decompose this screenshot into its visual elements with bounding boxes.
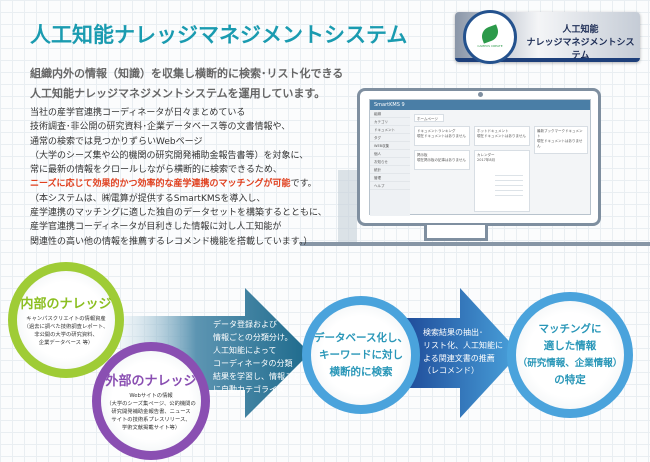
panel-title: ドキュメントランキング — [417, 129, 456, 133]
detail-line: （大学のシーズ集ページ、公的機関の — [106, 401, 196, 407]
highlight-text: ニーズに応じて効果的かつ効率的な産学連携のマッチングが可能 — [30, 179, 291, 190]
arrow2-line: リスト化、人工知能に — [423, 340, 503, 350]
body-line: 関連性の高い他の情報を推薦するレコメンド機能を搭載しています。） — [30, 236, 313, 247]
panel-title: 最新ブックマークドキュメント — [537, 129, 583, 138]
app-header: SmartKMS 9 — [370, 100, 590, 110]
circle-detail: キャンパスクリエイトの情報資産 （過去に調べた技術調査レポート、 非公開の大学の… — [24, 315, 109, 347]
sidebar-item: カテゴリ — [370, 118, 410, 126]
panel-title: 掲示板 — [417, 153, 428, 157]
body-line: 産学官連携コーディネータが目利きした情報に対し人工知能が — [30, 222, 282, 233]
circle-line: データベース化し、 — [314, 331, 408, 344]
detail-line: 非公開の大学の研究資料、 — [34, 332, 98, 338]
app-screenshot: SmartKMS 9 組織 カテゴリ ドキュメント タグ WEB収集 個人 お知… — [369, 99, 591, 216]
panel-body: 現在掲示板の記事はありません — [417, 158, 466, 162]
app-tab: ホームページ — [414, 114, 444, 122]
circle-heading: 内部のナレッジ — [20, 297, 112, 312]
body-line: （本システムは、㈱電算が提供するSmartKMSを導入し、 — [30, 193, 266, 204]
body-line: （大学のシーズ集や公的機関の研究開発補助金報告書等）を対象に、 — [30, 150, 309, 161]
sidebar-item: WEB収集 — [370, 142, 410, 150]
arrow1-text: データ登録および 情報ごとの分類分け。 人工知能によって コーディネータの分類 … — [213, 318, 301, 396]
arrow1-line: に自動カテゴライズ — [213, 385, 285, 394]
circle-line: 横断的に検索 — [329, 365, 393, 378]
internal-knowledge-circle: 内部のナレッジ キャンパスクリエイトの情報資産 （過去に調べた技術調査レポート、… — [8, 262, 124, 378]
laptop-base — [300, 242, 650, 246]
arrow1-line: 結果を学習し、情報ごと — [213, 372, 301, 381]
calendar-grid — [495, 171, 523, 199]
app-panel: ホットドキュメント現在ドキュメントはありません — [474, 126, 530, 146]
panel-title: カレンダー — [477, 153, 495, 157]
detail-line: サイトの技術系プレスリリース、 — [111, 417, 191, 423]
body-line-highlight: ニーズに応じて効果的かつ効率的な産学連携のマッチングが可能です。 — [30, 177, 327, 191]
page-title: 人工知能ナレッジマネジメントシステム — [30, 23, 408, 47]
app-sidebar: 組織 カテゴリ ドキュメント タグ WEB収集 個人 お知らせ 統計 管理 ヘル… — [370, 110, 410, 216]
laptop: SmartKMS 9 組織 カテゴリ ドキュメント タグ WEB収集 個人 お知… — [357, 88, 601, 226]
panel-body: 現在ドキュメントはありません — [477, 134, 526, 138]
sidebar-item: お知らせ — [370, 158, 410, 166]
panel-body: 2017年8月 — [477, 158, 496, 162]
arrow2-line: 検索結果の抽出･ — [423, 328, 483, 337]
circle-heading: 外部のナレッジ — [105, 374, 197, 389]
arrow2-text: 検索結果の抽出･ リスト化、人工知能に よる関連文書の推薦 （レコメンド） — [423, 327, 503, 378]
panel-body: 現在ドキュメントはありません — [417, 134, 466, 138]
product-badge: CAMPUS CREATE 人工知能 ナレッジマネジメントシステム — [455, 10, 640, 64]
arrow1-line: データ登録および — [213, 320, 277, 329]
arrow1-line: コーディネータの分類 — [213, 359, 293, 368]
arrow2-line: よる関連文書の推薦 — [423, 353, 495, 363]
detail-line: 研究開発補助金報告書、ニュース — [111, 409, 191, 415]
detail-line: 学術文献掲載サイト等） — [121, 425, 181, 431]
external-knowledge-circle: 外部のナレッジ Webサイトの情報 （大学のシーズ集ページ、公的機関の 研究開発… — [92, 342, 210, 460]
body-line: 当社の産学官連携コーディネータが日々まとめている — [30, 108, 246, 118]
arrow1-line: 人工知能によって — [213, 346, 277, 355]
app-panel: 掲示板現在掲示板の記事はありません — [414, 150, 470, 170]
circle-detail: Webサイトの情報 （大学のシーズ集ページ、公的機関の 研究開発補助金報告書、ニ… — [106, 392, 196, 432]
company-logo: CAMPUS CREATE — [463, 10, 517, 64]
subtitle-line: 組織内外の情報（知識）を収集し横断的に検索･リスト化できる — [30, 67, 344, 80]
subtitle: 組織内外の情報（知識）を収集し横断的に検索･リスト化できる 人工知能ナレッジマネ… — [30, 64, 343, 104]
circle-line: キーワードに対し — [319, 348, 403, 361]
sidebar-item: ドキュメント — [370, 126, 410, 134]
highlight-suffix: です。 — [290, 179, 317, 190]
body-line: 産学連携のマッチングに適した独自のデータセットを構築するとともに、 — [30, 208, 327, 219]
sidebar-item: 組織 — [370, 110, 410, 118]
laptop-shadow — [338, 170, 357, 244]
leaf-icon — [479, 23, 501, 44]
panel-title: ホットドキュメント — [477, 129, 509, 133]
sidebar-item: タグ — [370, 134, 410, 142]
panel-body: 現在ドキュメントはありません — [537, 139, 583, 148]
circle-line: マッチングに — [538, 323, 602, 335]
body-line: 通常の検索では見つかりずらいWebページ — [30, 136, 203, 147]
arrow-recommend — [405, 288, 520, 418]
subtitle-line: 人工知能ナレッジマネジメントシステムを運用しています。 — [30, 87, 326, 100]
camera-icon — [478, 92, 483, 97]
body-line: 常に最新の情報をクロールしながら横断的に検索できるため、 — [30, 165, 282, 176]
matching-result-circle: マッチングに 適した情報 （研究情報、企業情報） の特定 — [507, 292, 633, 418]
circle-line: （研究情報、企業情報） — [517, 358, 623, 369]
body-line: 技術調査･非公開の研究資料･企業データベース等の文書情報や、 — [30, 122, 291, 133]
database-search-circle: データベース化し、 キーワードに対し 横断的に検索 — [302, 296, 420, 414]
sidebar-item: 個人 — [370, 150, 410, 158]
app-panel: 最新ブックマークドキュメント現在ドキュメントはありません — [534, 126, 588, 154]
description: 当社の産学官連携コーディネータが日々まとめている 技術調査･非公開の研究資料･企… — [30, 106, 327, 249]
detail-line: 企業データベース 等） — [38, 340, 94, 346]
detail-line: Webサイトの情報 — [129, 393, 173, 399]
detail-line: （過去に調べた技術調査レポート、 — [23, 324, 109, 330]
circle-line: 適した情報 — [543, 340, 597, 352]
app-panel: ドキュメントランキング現在ドキュメントはありません — [414, 126, 470, 146]
detail-line: キャンパスクリエイトの情報資産 — [26, 316, 106, 322]
badge-line-2: ナレッジマネジメントシステム — [526, 38, 635, 61]
badge-line-1: 人工知能 — [562, 25, 599, 35]
sidebar-item: ヘルプ — [370, 182, 410, 190]
laptop-stand — [424, 225, 488, 241]
circle-line: の特定 — [554, 374, 586, 386]
sidebar-item: 統計 — [370, 166, 410, 174]
sidebar-item: 管理 — [370, 174, 410, 182]
arrow1-line: 情報ごとの分類分け。 — [213, 333, 293, 342]
arrow2-line: （レコメンド） — [423, 366, 479, 376]
